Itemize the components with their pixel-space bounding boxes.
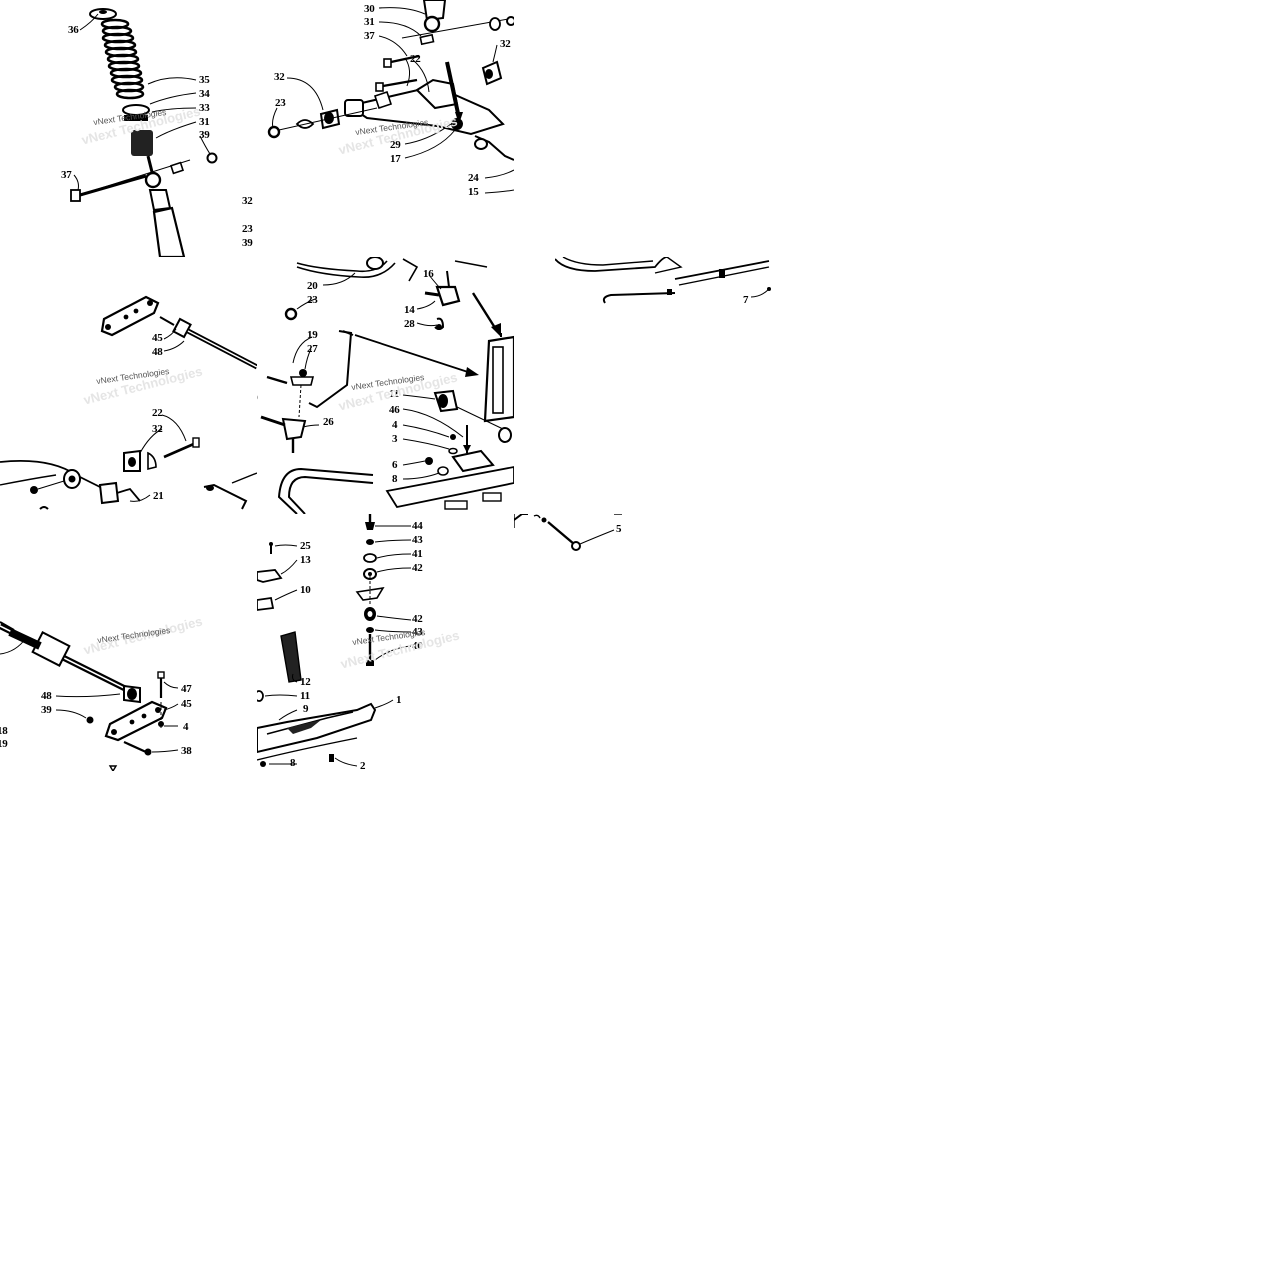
callout-31: 31 xyxy=(199,116,210,128)
callout-10: 10 xyxy=(300,584,311,596)
callout-32: 32 xyxy=(152,423,163,435)
callout-19: 19 xyxy=(307,329,318,341)
callout-26: 26 xyxy=(323,416,334,428)
callout-47: 47 xyxy=(181,683,192,695)
callout-44: 44 xyxy=(412,520,423,532)
callout-15: 15 xyxy=(468,186,479,198)
callout-39: 39 xyxy=(199,129,210,141)
callout-22: 22 xyxy=(152,407,163,419)
tile-steering-connector: 48 39 47 45 4 38 18 19 vNext Technologie… xyxy=(0,514,257,771)
callout-21: 21 xyxy=(153,490,164,502)
ski-bolt-drawing xyxy=(514,514,622,551)
a-arm-drawing xyxy=(267,0,514,194)
callout-45: 45 xyxy=(181,698,192,710)
callout-37: 37 xyxy=(364,30,375,42)
callout-19: 19 xyxy=(0,738,8,750)
callout-6: 6 xyxy=(392,459,398,471)
callout-31: 31 xyxy=(364,16,375,28)
ski-drawing xyxy=(257,514,412,767)
tile-ski-rail: 7 xyxy=(555,257,772,313)
shock-absorber-drawing xyxy=(70,8,218,257)
callout-35: 35 xyxy=(199,74,210,86)
callout-20: 20 xyxy=(307,280,318,292)
callout-24: 24 xyxy=(468,172,479,184)
callout-39: 39 xyxy=(41,704,52,716)
callout-32: 32 xyxy=(242,195,253,207)
tile-spindle-tie-rod: 20 23 16 14 28 19 27 49 26 11 46 4 3 6 8… xyxy=(257,257,514,514)
callout-43: 43 xyxy=(412,626,423,638)
callout-4: 4 xyxy=(183,721,189,733)
callout-30: 30 xyxy=(364,3,375,15)
tile-upper-a-arm: 30 31 37 32 22 32 23 29 17 24 15 vNext T… xyxy=(257,0,514,257)
callout-43: 43 xyxy=(412,534,423,546)
callout-9: 9 xyxy=(303,703,309,715)
callout-42: 42 xyxy=(412,613,423,625)
callout-11: 11 xyxy=(300,690,310,702)
tile-ski-bolt: 5 xyxy=(514,514,625,560)
callout-2: 2 xyxy=(360,760,366,772)
callout-34: 34 xyxy=(199,88,210,100)
callout-37: 37 xyxy=(61,169,72,181)
callout-38: 38 xyxy=(181,745,192,757)
callout-23: 23 xyxy=(307,294,318,306)
callout-32: 32 xyxy=(500,38,511,50)
callout-48: 48 xyxy=(41,690,52,702)
callout-29: 29 xyxy=(390,139,401,151)
callout-25: 25 xyxy=(300,540,311,552)
tile-a-arm-edge: 32 23 39 xyxy=(240,190,257,252)
ski-rail-drawing xyxy=(555,257,771,304)
callout-48: 48 xyxy=(152,346,163,358)
callout-45: 45 xyxy=(152,332,163,344)
callout-8: 8 xyxy=(290,757,296,769)
connector-drawing xyxy=(0,621,179,771)
callout-8: 8 xyxy=(392,473,398,485)
callout-1: 1 xyxy=(396,694,402,706)
callout-28: 28 xyxy=(404,318,415,330)
callout-23: 23 xyxy=(242,223,253,235)
callout-5: 5 xyxy=(616,523,622,535)
callout-12: 12 xyxy=(300,676,311,688)
callout-14: 14 xyxy=(404,304,415,316)
callout-11: 11 xyxy=(389,388,399,400)
callout-3: 3 xyxy=(392,433,398,445)
callout-46: 46 xyxy=(389,404,400,416)
callout-18: 18 xyxy=(0,725,8,737)
callout-16: 16 xyxy=(423,268,434,280)
callout-17: 17 xyxy=(390,153,401,165)
callout-22: 22 xyxy=(410,53,421,65)
callout-32: 32 xyxy=(274,71,285,83)
tile-shock-absorber-spring: 36 35 34 33 31 39 37 vNext Technologies … xyxy=(0,0,257,257)
callout-36: 36 xyxy=(68,24,79,36)
tile-ski-assembly: 25 13 10 44 43 41 42 42 43 40 12 11 9 1 … xyxy=(257,514,514,771)
callout-42: 42 xyxy=(412,562,423,574)
spindle-drawing xyxy=(260,257,514,514)
callout-13: 13 xyxy=(300,554,311,566)
callout-7: 7 xyxy=(743,294,749,306)
tile-steering-arm: 45 48 22 32 21 vNext Technologies vNext … xyxy=(0,257,257,514)
callout-33: 33 xyxy=(199,102,210,114)
callout-27: 27 xyxy=(307,343,318,355)
callout-41: 41 xyxy=(412,548,423,560)
callout-40: 40 xyxy=(412,640,423,652)
callout-23: 23 xyxy=(275,97,286,109)
steering-arm-drawing xyxy=(0,295,257,510)
callout-4: 4 xyxy=(392,419,398,431)
callout-39: 39 xyxy=(242,237,253,249)
